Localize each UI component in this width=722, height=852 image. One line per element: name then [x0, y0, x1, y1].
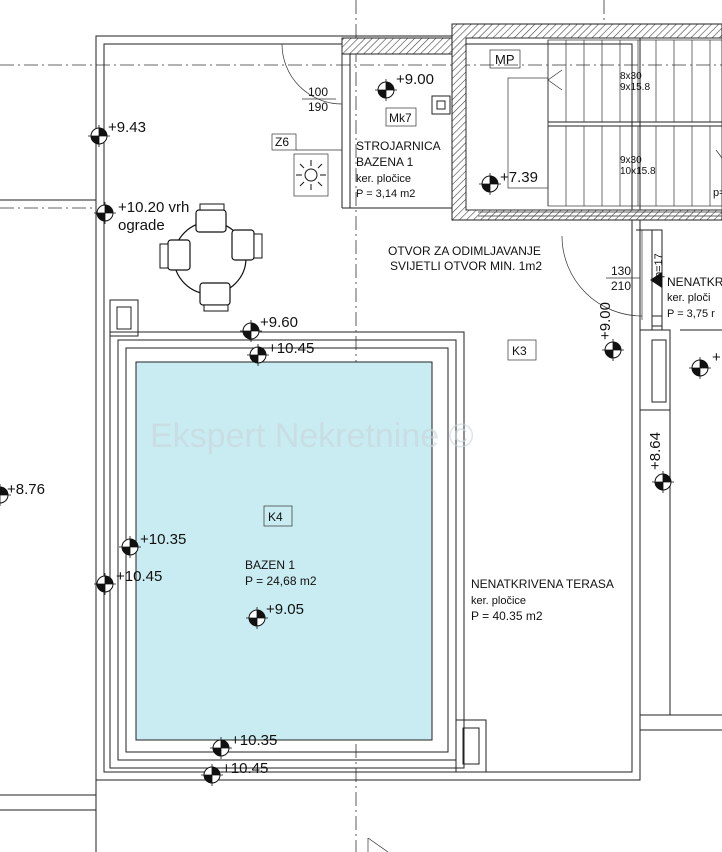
stair-arrows	[547, 69, 722, 159]
room-tags	[263, 49, 537, 527]
level-1035-left: +10.35	[140, 531, 186, 548]
terasa-line1: NENATKRIVENA TERASA	[471, 577, 614, 591]
bazen-line2: P = 24,68 m2	[245, 574, 317, 588]
strojarnica-line1: STROJARNICA	[356, 139, 441, 153]
otvor-line2: SVIJETLI OTVOR MIN. 1m2	[390, 259, 542, 273]
strojarnica-label: STROJARNICA BAZENA 1 ker. pločice P = 3,…	[356, 139, 441, 200]
level-943: +9.43	[108, 119, 146, 136]
level-876: +8.76	[7, 481, 45, 498]
right-room-line3: P = 3,75 r	[667, 308, 715, 320]
strojarnica-line2: BAZENA 1	[356, 155, 414, 169]
stair2-treads: 9x30	[620, 155, 642, 166]
sun-symbol	[293, 149, 342, 197]
level-1035-bottom: +10.35	[231, 732, 277, 749]
stair-p17: p=17	[653, 253, 665, 278]
doors	[281, 43, 663, 331]
stair1-treads: 8x30	[620, 71, 642, 82]
table-chairs	[159, 203, 263, 312]
otvor-line1: OTVOR ZA ODIMLJAVANJE	[388, 244, 541, 258]
stair-annotations: 8x30 9x15.8 9x30 10x15.8 p= p=17	[620, 71, 722, 278]
level-1045-bottom: +10.45	[222, 760, 268, 777]
pool	[109, 331, 465, 769]
bazen-line1: BAZEN 1	[245, 558, 295, 572]
terasa-line3: P = 40.35 m2	[471, 609, 543, 623]
strojarnica-line4: P = 3,14 m2	[356, 188, 415, 200]
section-arrow-icon	[367, 837, 389, 852]
mp-tag: MP	[495, 52, 515, 67]
stair-treads	[547, 40, 711, 206]
stair1-risers: 9x15.8	[620, 82, 650, 93]
level-right-edge: +	[712, 349, 721, 366]
right-room-label: NENATKR ker. ploči P = 3,75 r	[667, 275, 722, 320]
door1-width: 100	[308, 85, 328, 99]
bazen-label: BAZEN 1 P = 24,68 m2	[245, 558, 317, 588]
watermark: Ekspert Nekretnine ©	[150, 417, 474, 455]
right-room-line1: NENATKR	[667, 275, 722, 289]
level-905: +9.05	[266, 601, 304, 618]
level-739: +7.39	[500, 169, 538, 186]
k4-tag: K4	[268, 510, 283, 524]
strojarnica-line3: ker. pločice	[356, 173, 411, 185]
otvor-note: OTVOR ZA ODIMLJAVANJE SVIJETLI OTVOR MIN…	[388, 244, 542, 273]
terasa-label: NENATKRIVENA TERASA ker. pločice P = 40.…	[471, 577, 614, 623]
right-room-line2: ker. ploči	[667, 292, 710, 304]
level-900-right: +9.00	[597, 302, 614, 340]
ograde-line2: ograde	[118, 217, 165, 234]
z6-tag: Z6	[275, 135, 289, 149]
columns	[109, 299, 487, 773]
machine-room	[341, 37, 454, 209]
door1-height: 190	[308, 100, 328, 114]
ograde-note: +10.20 vrh ograde	[118, 199, 189, 234]
level-960: +9.60	[260, 314, 298, 331]
level-1045-top: +10.45	[268, 340, 314, 357]
level-900-top: +9.00	[396, 71, 434, 88]
door2-width: 130	[611, 264, 631, 278]
door2-height: 210	[611, 279, 631, 293]
door-dimensions: 100 190 130 210	[302, 85, 640, 293]
level-864: +8.64	[647, 432, 664, 470]
ograde-line1: +10.20 vrh	[118, 199, 189, 216]
stair-p-edge: p=	[713, 187, 722, 199]
stair2-risers: 10x15.8	[620, 166, 656, 177]
level-1045-left: +10.45	[116, 568, 162, 585]
k3-tag: K3	[512, 344, 527, 358]
mk7-tag: Mk7	[389, 111, 412, 125]
terasa-line2: ker. pločice	[471, 595, 526, 607]
